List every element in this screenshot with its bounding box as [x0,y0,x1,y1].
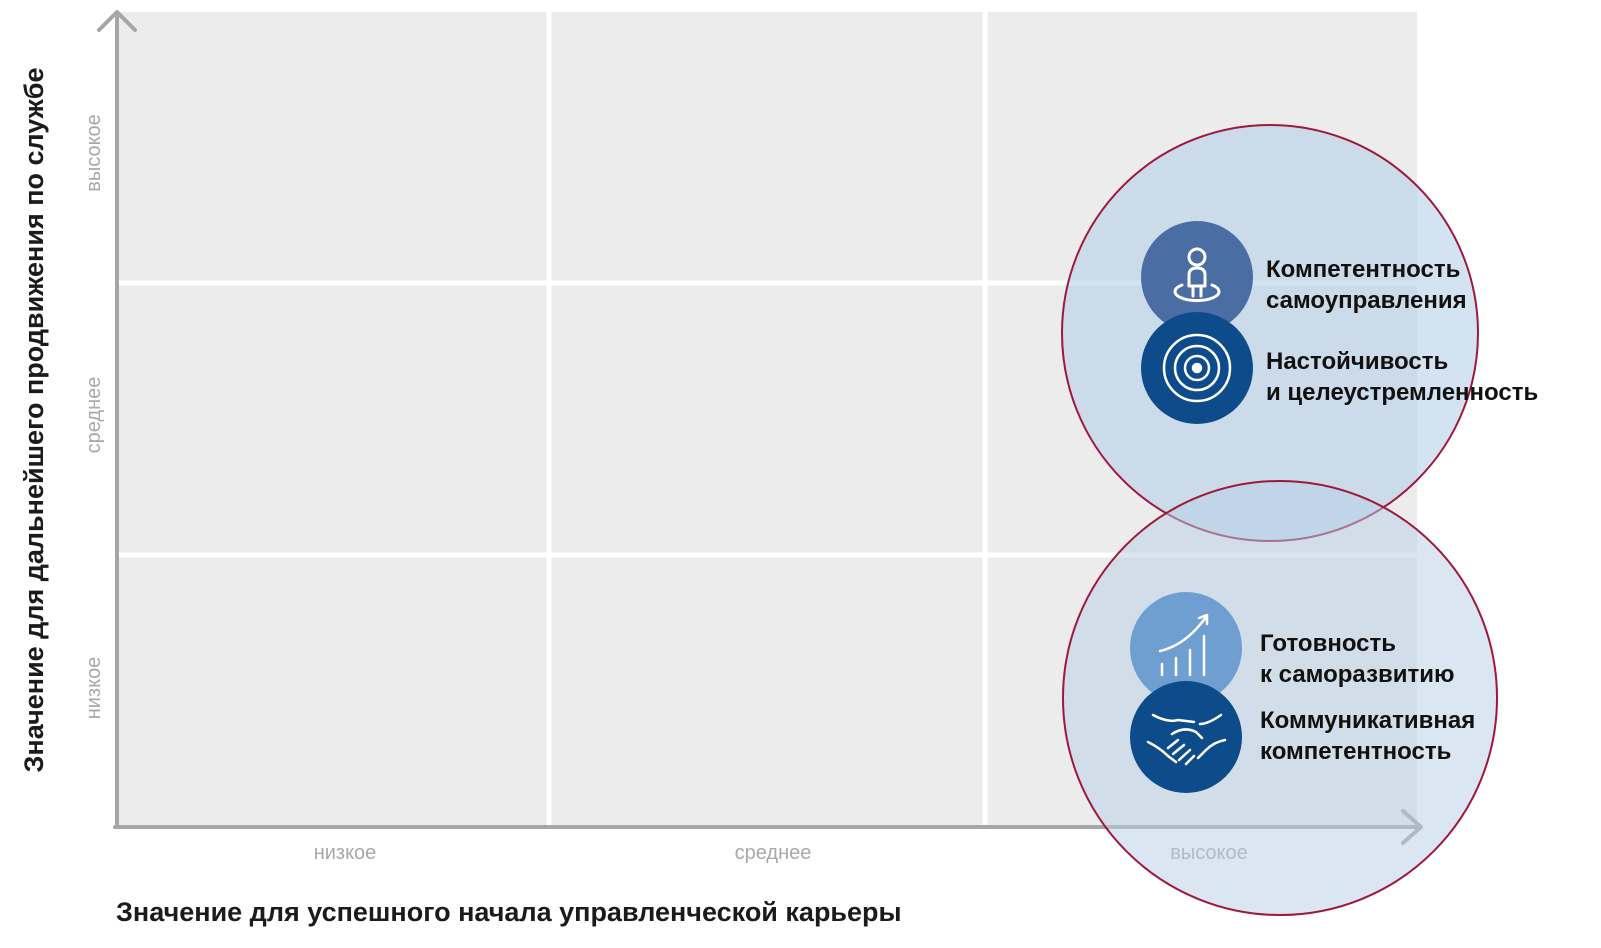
y-tick-low: низкое [83,657,105,720]
cluster-bubble-top [1061,124,1479,542]
label-self-management-line2: самоуправления [1266,287,1467,314]
handshake-icon [1146,713,1227,766]
label-self-development-line1: Готовность [1260,630,1396,657]
item-persistence: Настойчивость и целеустремленность [1141,312,1538,424]
x-tick-low: низкое [314,842,377,864]
handshake-icon-bg [1130,681,1242,793]
y-tick-medium: среднее [83,377,105,454]
label-self-development-line2: к саморазвитию [1260,661,1455,688]
y-axis-title: Значение для дальнейшего продвижения по … [19,68,49,773]
item-self-management: Компетентность самоуправления [1141,221,1467,333]
label-communication-line1: Коммуникативная [1260,707,1475,734]
target-icon [1162,333,1232,403]
x-axis-title: Значение для успешного начала управленче… [116,897,902,927]
x-tick-medium: среднее [735,842,812,864]
label-self-management-line1: Компетентность [1266,256,1460,283]
item-self-development: Готовность к саморазвитию [1130,592,1455,704]
y-axis [97,10,137,829]
person-self-icon [1173,247,1221,303]
label-persistence-line2: и целеустремленность [1266,379,1538,406]
person-self-icon-bg [1141,221,1253,333]
y-axis-arrow-icon [97,10,137,32]
label-communication-line2: компетентность [1260,738,1451,765]
label-persistence-line1: Настойчивость [1266,348,1448,375]
growth-chart-icon-bg [1130,592,1242,704]
cluster-bubble-bottom [1062,480,1498,916]
item-communication: Коммуникативная компетентность [1130,681,1475,793]
y-tick-high: высокое [83,114,105,192]
growth-chart-icon [1158,613,1209,677]
